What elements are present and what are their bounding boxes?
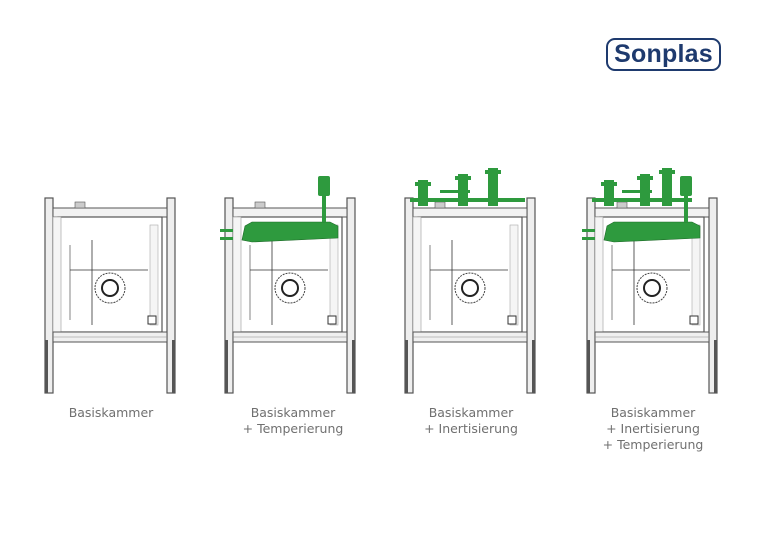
logo-text: Sonplas [614, 40, 713, 68]
caption-line: + Inertisierung [606, 421, 700, 436]
temperierung-unit [582, 176, 701, 243]
chamber-drawing-inertisierung-temperierung [582, 150, 722, 395]
caption-temperierung: Basiskammer+ Temperierung [203, 405, 383, 437]
sonplas-logo: Sonplas [606, 38, 721, 71]
caption-line: Basiskammer [68, 405, 154, 420]
caption-line: Basiskammer [428, 405, 514, 420]
temperierung-unit [220, 176, 339, 243]
chamber-drawing-basiskammer [40, 150, 180, 395]
caption-line: Basiskammer [610, 405, 696, 420]
chamber-drawing-temperierung [220, 150, 360, 395]
caption-inertisierung: Basiskammer+ Inertisierung [381, 405, 561, 437]
chamber-drawing-inertisierung [400, 150, 540, 395]
caption-line: + Temperierung [602, 437, 704, 452]
caption-line: + Inertisierung [424, 421, 518, 436]
caption-inertisierung-temperierung: Basiskammer+ Inertisierung+ Temperierung [563, 405, 743, 453]
caption-line: Basiskammer [250, 405, 336, 420]
caption-line: + Temperierung [242, 421, 344, 436]
inertisierung-unit [592, 168, 692, 206]
caption-basiskammer: Basiskammer [21, 405, 201, 421]
inertisierung-unit [410, 168, 525, 206]
